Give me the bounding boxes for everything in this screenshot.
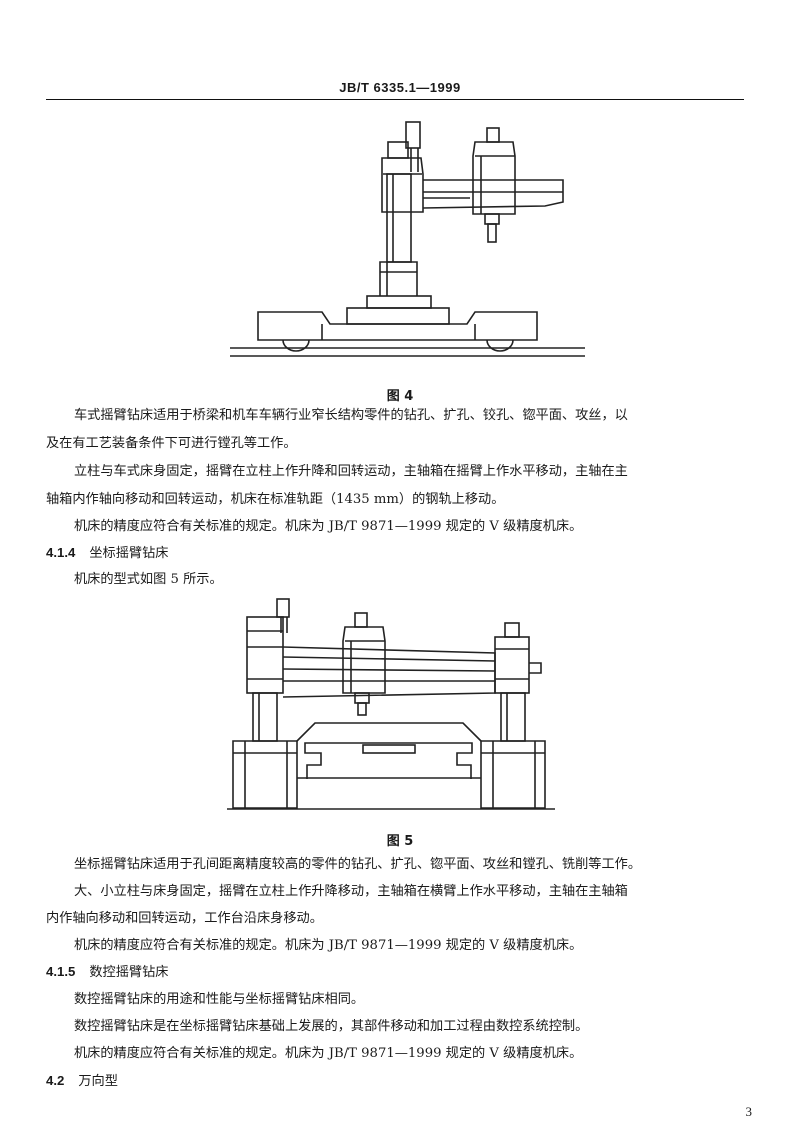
fig5-paragraph-1: 坐标摇臂钻床适用于孔间距离精度较高的零件的钻孔、扩孔、锪平面、攻丝和镗孔、铣削等… <box>74 857 642 872</box>
section-4-1-4-title: 坐标摇臂钻床 <box>89 546 169 561</box>
figure-4-caption: 图 4 <box>386 389 414 404</box>
section-4-2-number: 4.2 <box>46 1073 65 1088</box>
fig4-paragraph-1-line-1: 车式摇臂钻床适用于桥梁和机车车辆行业窄长结构零件的钻孔、扩孔、铰孔、锪平面、攻丝… <box>74 408 628 423</box>
section-4-1-4-intro: 机床的型式如图 5 所示。 <box>74 572 223 587</box>
document-header: JB/T 6335.1—1999 <box>339 80 461 95</box>
fig5-paragraph-2-line-2: 内作轴向移动和回转运动，工作台沿床身移动。 <box>46 911 323 926</box>
section-4-2-heading: 4.2 万向型 <box>46 1070 118 1089</box>
section-4-1-4-heading: 4.1.4 坐标摇臂钻床 <box>46 542 168 561</box>
section-4-1-5-paragraph-1: 数控摇臂钻床的用途和性能与坐标摇臂钻床相同。 <box>74 992 365 1007</box>
section-4-1-5-number: 4.1.5 <box>46 964 76 979</box>
section-4-1-5-paragraph-3: 机床的精度应符合有关标准的规定。机床为 JB/T 9871—1999 规定的 V… <box>74 1046 583 1061</box>
section-4-1-4-number: 4.1.4 <box>46 545 76 560</box>
fig4-paragraph-1-line-2: 及在有工艺装备条件下可进行镗孔等工作。 <box>46 436 297 451</box>
fig5-paragraph-3: 机床的精度应符合有关标准的规定。机床为 JB/T 9871—1999 规定的 V… <box>74 938 583 953</box>
figure-4-drawing <box>225 112 595 374</box>
section-4-1-5-heading: 4.1.5 数控摇臂钻床 <box>46 961 168 980</box>
page-number: 3 <box>745 1104 753 1119</box>
section-4-1-5-paragraph-2: 数控摇臂钻床是在坐标摇臂钻床基础上发展的，其部件移动和加工过程由数控系统控制。 <box>74 1019 589 1034</box>
fig4-paragraph-2-line-1: 立柱与车式床身固定，摇臂在立柱上作升降和回转运动，主轴箱在摇臂上作水平移动，主轴… <box>74 464 628 479</box>
fig5-paragraph-2-line-1: 大、小立柱与床身固定，摇臂在立柱上作升降移动，主轴箱在横臂上作水平移动，主轴在主… <box>74 884 628 899</box>
figure-5-drawing <box>225 593 565 815</box>
header-rule <box>46 99 744 100</box>
section-4-2-title: 万向型 <box>78 1074 118 1089</box>
section-4-1-5-title: 数控摇臂钻床 <box>89 965 169 980</box>
figure-5-caption: 图 5 <box>386 834 414 849</box>
fig4-paragraph-2-line-2: 轴箱内作轴向移动和回转运动，机床在标准轨距（1435 mm）的钢轨上移动。 <box>46 492 505 507</box>
fig4-paragraph-3: 机床的精度应符合有关标准的规定。机床为 JB/T 9871—1999 规定的 V… <box>74 519 583 534</box>
